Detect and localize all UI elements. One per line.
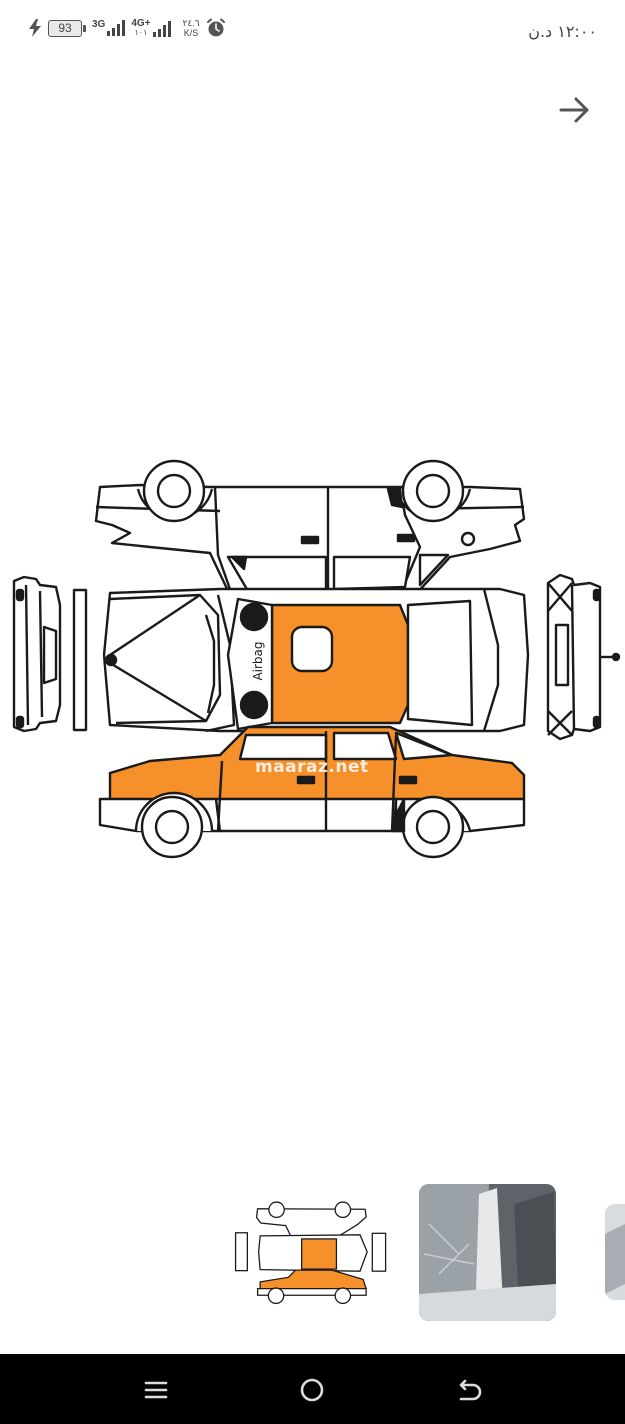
car-side-view-top (94, 459, 526, 597)
watermark-text: maaraz.net (255, 757, 369, 777)
diagram-thumb-image (234, 1201, 387, 1305)
battery-level: 93 (48, 19, 82, 37)
car-photo-thumbnail[interactable] (605, 1204, 625, 1300)
signal-4g: 4G+ ١٠١ (131, 18, 171, 37)
car-front-view (12, 575, 88, 733)
status-left: 93 3G 4G+ ١٠١ ٢٤.٦ K/S (28, 18, 226, 38)
car-diagram-thumbnail[interactable] (232, 1198, 392, 1308)
arrow-right-icon[interactable] (557, 92, 593, 128)
battery-icon: 93 (48, 19, 86, 37)
system-nav-bar (0, 1354, 625, 1424)
network-type-3g: 3G (92, 19, 106, 30)
car-side-view-bottom (98, 725, 526, 859)
signal-icon-2 (152, 21, 171, 37)
speed-value: ٢٤.٦ (182, 18, 200, 28)
signal-3g: 3G (92, 19, 126, 36)
car-photo-image (605, 1204, 625, 1300)
windshield-photo-thumbnail[interactable] (419, 1184, 556, 1321)
airbag-label: Airbag (251, 641, 265, 680)
car-rear-view (546, 573, 621, 741)
charging-bolt-icon (29, 19, 41, 37)
status-time: ١٢:٠٠ د.ن (528, 22, 597, 41)
car-top-view: Airbag (102, 587, 530, 733)
home-circle-icon[interactable] (296, 1374, 328, 1406)
back-icon[interactable] (453, 1374, 485, 1406)
alarm-clock-icon (206, 18, 225, 37)
network-type-4g: 4G+ (131, 18, 151, 29)
network-sub-label: ١٠١ (134, 28, 148, 37)
status-bar: 93 3G 4G+ ١٠١ ٢٤.٦ K/S ١٢:٠٠ (0, 0, 625, 64)
thumbnail-strip (0, 1178, 625, 1328)
menu-icon[interactable] (140, 1374, 172, 1406)
speed-unit: K/S (183, 28, 199, 38)
signal-icon (107, 20, 126, 36)
car-damage-diagram: Airbag (12, 459, 621, 859)
windshield-photo-image (419, 1184, 556, 1321)
network-speed: ٢٤.٦ K/S (183, 18, 200, 38)
